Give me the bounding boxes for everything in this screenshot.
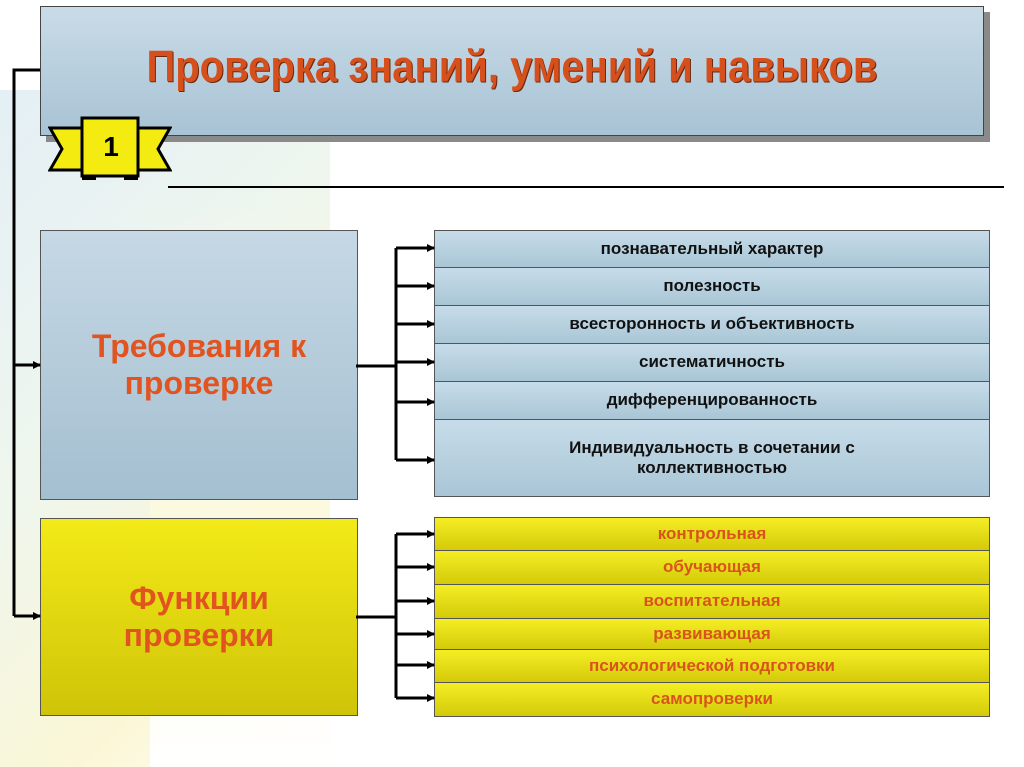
requirement-item: Индивидуальность в сочетании с коллектив… xyxy=(434,420,990,497)
requirements-box: Требования к проверке xyxy=(40,230,358,500)
requirement-item: всесторонность и объективность xyxy=(434,306,990,344)
badge-number: 1 xyxy=(103,131,119,162)
requirements-label: Требования к проверке xyxy=(91,328,307,401)
function-item: психологической подготовки xyxy=(434,650,990,683)
requirement-item: полезность xyxy=(434,268,990,306)
function-item: развивающая xyxy=(434,619,990,650)
page-title: Проверка знаний, умений и навыков xyxy=(146,41,878,92)
requirements-list: познавательный характер полезность всест… xyxy=(434,230,990,497)
function-item: обучающая xyxy=(434,551,990,585)
functions-box: Функции проверки xyxy=(40,518,358,716)
function-item: воспитательная xyxy=(434,585,990,619)
functions-label: Функции проверки xyxy=(123,580,275,653)
function-item: контрольная xyxy=(434,517,990,551)
ribbon-icon xyxy=(48,116,172,180)
function-item: самопроверки xyxy=(434,683,990,717)
title-box: Проверка знаний, умений и навыков xyxy=(40,6,984,136)
divider-line xyxy=(168,186,1004,188)
requirement-item: познавательный характер xyxy=(434,230,990,268)
requirement-item: дифференцированность xyxy=(434,382,990,420)
functions-list: контрольная обучающая воспитательная раз… xyxy=(434,517,990,717)
